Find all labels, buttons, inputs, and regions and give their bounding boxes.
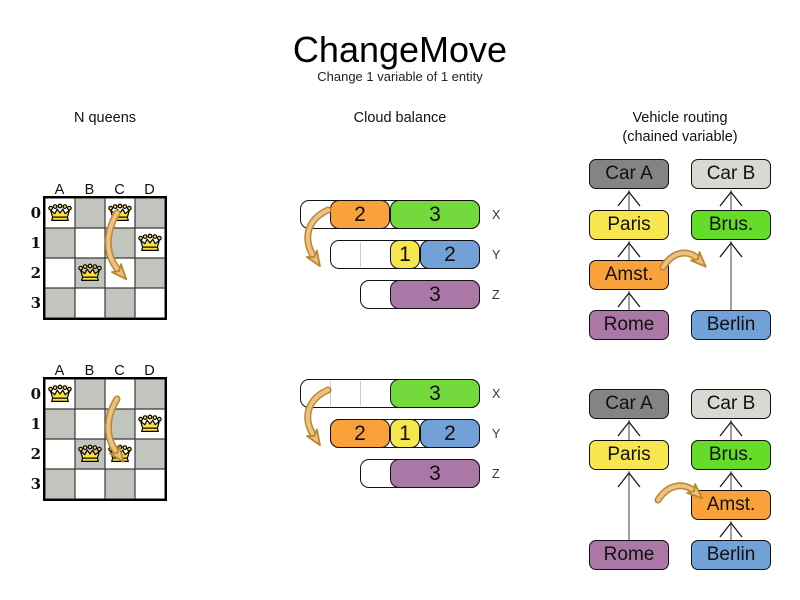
cloud-process-segment: 2 [420,419,480,448]
column-header-vehicle-routing: Vehicle routing (chained variable) [590,109,770,147]
board-cell [135,288,165,318]
vrp-box-paris: Paris [589,440,669,470]
cloud-bar-label: Z [492,466,500,481]
chain-arrowhead-chevron [719,190,743,207]
chain-arrowhead-chevron [617,420,641,437]
vrp-box-car-a: Car A [589,159,669,189]
vrp-box-amst: Amst. [691,490,771,520]
cloud-process-segment: 2 [330,200,390,229]
board-column-label: C [114,363,126,379]
board-cell [45,288,75,318]
cloud-bar-label: X [492,207,501,222]
vrp-box-car-a: Car A [589,389,669,419]
board-row-label: 0 [30,385,41,403]
cloud-process-segment: 1 [390,240,420,269]
board-cell [135,258,165,288]
cloud-process-segment: 3 [390,379,480,408]
cloud-process-segment: 3 [390,459,480,488]
board-cell [45,469,75,499]
chain-arrowhead-chevron [719,471,743,488]
board-column-label: D [144,363,156,379]
vrp-box-berlin: Berlin [691,310,771,340]
board-row-label: 1 [30,415,41,433]
board-cell [135,198,165,228]
cloud-bar-label: Y [492,426,501,441]
board-cell [75,379,105,409]
chain-arrowhead-chevron [719,420,743,437]
board-cell [135,439,165,469]
board-cell [75,288,105,318]
board-cell [75,469,105,499]
vrp-box-car-b: Car B [691,389,771,419]
board-cell [75,228,105,258]
chain-arrowhead-chevron [617,291,641,308]
cloud-process-segment: 2 [330,419,390,448]
bar-unit-divider [360,242,361,267]
vrp-box-paris: Paris [589,210,669,240]
vrp-box-car-b: Car B [691,159,771,189]
vrp-box-amst: Amst. [589,260,669,290]
board-cell [135,469,165,499]
cloud-process-segment: 3 [390,200,480,229]
page-subtitle: Change 1 variable of 1 entity [317,69,483,84]
board-row-label: 0 [30,204,41,222]
chain-arrowhead-chevron [719,241,743,258]
board-row-label: 1 [30,234,41,252]
bar-unit-divider [330,381,331,406]
board-row-label: 2 [30,445,41,463]
board-column-label: A [54,182,66,198]
board-column-label: B [84,182,96,198]
board-cell [135,379,165,409]
vrp-box-brus: Brus. [691,440,771,470]
board-column-label: C [114,182,126,198]
cloud-bar-label: Z [492,287,500,302]
vrp-box-rome: Rome [589,310,669,340]
nqueens-board-frame [43,377,167,501]
vrp-box-berlin: Berlin [691,540,771,570]
vrp-box-brus: Brus. [691,210,771,240]
board-column-label: D [144,182,156,198]
chain-arrowhead-chevron [617,241,641,258]
vrp-header-line2: (chained variable) [622,128,738,145]
nqueens-board-frame [43,196,167,320]
move-arrow-vrp-after [654,482,704,504]
chain-arrowhead-chevron [719,521,743,538]
cloud-process-segment: 1 [390,419,420,448]
column-header-nqueens: N queens [73,110,137,126]
chain-arrowhead-chevron [617,190,641,207]
vrp-header-line1: Vehicle routing [632,110,728,126]
bar-unit-divider [360,381,361,406]
board-column-label: A [54,363,66,379]
board-cell [75,198,105,228]
board-cell [75,409,105,439]
page-title: ChangeMove [292,29,508,70]
board-cell [105,469,135,499]
board-cell [45,409,75,439]
cloud-bar-label: Y [492,247,501,262]
cloud-process-segment: 2 [420,240,480,269]
column-header-cloud-balance: Cloud balance [353,110,447,126]
board-cell [45,258,75,288]
board-row-label: 3 [30,294,41,312]
board-row-label: 2 [30,264,41,282]
board-cell [45,439,75,469]
cloud-bar-label: X [492,386,501,401]
board-row-label: 3 [30,475,41,493]
board-cell [105,288,135,318]
chain-arrowhead-chevron [617,471,641,488]
vrp-box-rome: Rome [589,540,669,570]
board-column-label: B [84,363,96,379]
cloud-process-segment: 3 [390,280,480,309]
board-cell [45,228,75,258]
